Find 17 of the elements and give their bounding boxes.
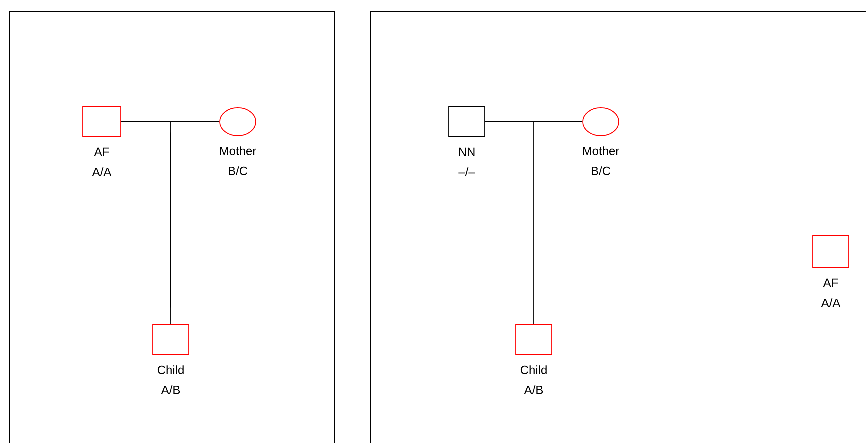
- name-label: Child: [520, 366, 547, 374]
- genotype-label: B/C: [229, 166, 248, 176]
- name-label: NN: [459, 148, 475, 156]
- name-label: Mother: [220, 146, 256, 156]
- name-label: AF: [94, 148, 110, 156]
- panel-frame: [10, 12, 336, 443]
- name-label: Mother: [583, 146, 620, 156]
- descent-line: [170, 122, 172, 325]
- genotype-label: A/A: [821, 298, 841, 308]
- genotype-label: –/–: [458, 168, 476, 176]
- panel-frame: [370, 12, 866, 443]
- genotype-label: A/A: [92, 168, 112, 176]
- name-label: AF: [823, 278, 838, 288]
- genotype-label: A/B: [161, 386, 180, 394]
- genotype-label: B/C: [592, 166, 611, 176]
- genotype-label: A/B: [524, 386, 544, 394]
- name-label: Child: [158, 366, 184, 374]
